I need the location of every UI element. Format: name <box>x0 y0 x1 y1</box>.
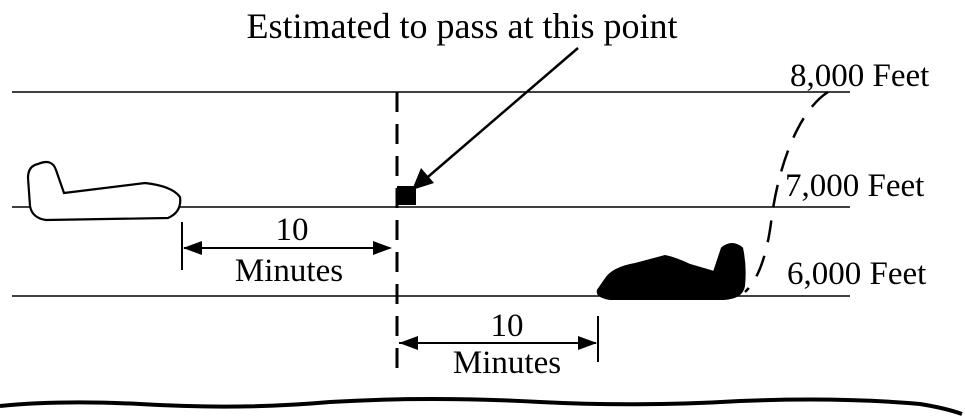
interval-right-dimension <box>399 316 599 362</box>
annotation-text: Estimated to pass at this point <box>247 6 678 46</box>
interval-left-unit: Minutes <box>235 253 343 289</box>
ground-line <box>0 397 963 416</box>
interval-left-dimension <box>181 222 392 270</box>
reporting-point-marker-icon <box>397 186 416 205</box>
airplane-solid-icon <box>596 243 746 300</box>
interval-left-value: 10 <box>276 212 309 248</box>
annotation-arrow <box>412 47 579 190</box>
interval-right-unit: Minutes <box>453 345 561 381</box>
altitude-label-6000: 6,000 Feet <box>787 256 926 292</box>
altitude-label-8000: 8,000 Feet <box>790 58 929 94</box>
interval-right-value: 10 <box>491 308 524 344</box>
altitude-label-7000: 7,000 Feet <box>785 168 924 204</box>
airplane-outline-icon <box>26 160 182 222</box>
descent-path <box>744 90 829 293</box>
